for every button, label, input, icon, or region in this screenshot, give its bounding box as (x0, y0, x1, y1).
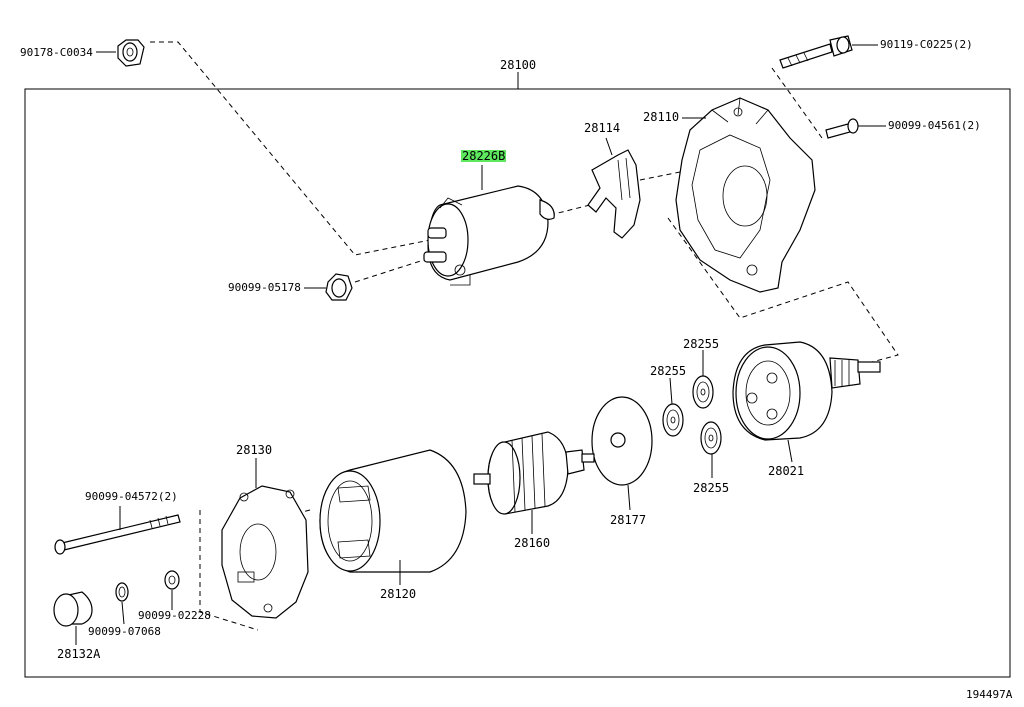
part-28021-clutch[interactable] (732, 341, 881, 441)
label-28114[interactable]: 28114 (584, 121, 621, 135)
part-28177-plate[interactable] (591, 396, 653, 486)
label-90099-04572[interactable]: 90099-04572(2) (85, 490, 178, 503)
assembly-label: 28100 (500, 58, 537, 72)
part-28160-armature[interactable] (473, 431, 595, 515)
label-90099-07068[interactable]: 90099-07068 (88, 625, 161, 638)
part-28255-gear-mid[interactable] (662, 403, 684, 437)
figure-id: 194497A (966, 688, 1013, 701)
label-28255-bottom[interactable]: 28255 (693, 481, 730, 495)
part-28255-gear-bottom[interactable] (700, 421, 722, 455)
label-28255-top[interactable]: 28255 (683, 337, 720, 351)
label-28255-mid[interactable]: 28255 (650, 364, 687, 378)
label-28130[interactable]: 28130 (236, 443, 273, 457)
label-28021[interactable]: 28021 (768, 464, 805, 478)
label-90099-05178[interactable]: 90099-05178 (228, 281, 301, 294)
label-90099-02228[interactable]: 90099-02228 (138, 609, 211, 622)
label-90178-C0034[interactable]: 90178-C0034 (20, 46, 93, 59)
part-28120-yoke[interactable] (319, 449, 467, 573)
part-90099-04572-bolt[interactable] (54, 514, 181, 555)
part-90178-nut[interactable] (117, 39, 145, 67)
label-90119-C0225[interactable]: 90119-C0225(2) (880, 38, 973, 51)
label-90099-04561[interactable]: 90099-04561(2) (888, 119, 981, 132)
label-28160[interactable]: 28160 (514, 536, 551, 550)
label-28132A[interactable]: 28132A (57, 647, 101, 661)
part-28226B-solenoid[interactable] (423, 185, 555, 286)
part-28114-lever[interactable] (587, 149, 641, 239)
part-90099-07068-ring[interactable] (115, 582, 129, 602)
part-90099-02228-washer[interactable] (164, 570, 180, 590)
part-28130-end-frame[interactable] (221, 485, 309, 619)
part-90099-05178-nut[interactable] (325, 273, 353, 301)
label-28177[interactable]: 28177 (610, 513, 647, 527)
part-28110-housing[interactable] (675, 97, 816, 293)
part-90099-04561-screw[interactable] (825, 118, 859, 139)
part-28255-gear-top[interactable] (692, 375, 714, 409)
label-28120[interactable]: 28120 (380, 587, 417, 601)
label-28226B-highlighted[interactable]: 28226B (461, 149, 507, 163)
part-90119-bolt[interactable] (779, 35, 853, 69)
label-28110[interactable]: 28110 (643, 110, 680, 124)
part-28132A-cap[interactable] (53, 591, 93, 627)
